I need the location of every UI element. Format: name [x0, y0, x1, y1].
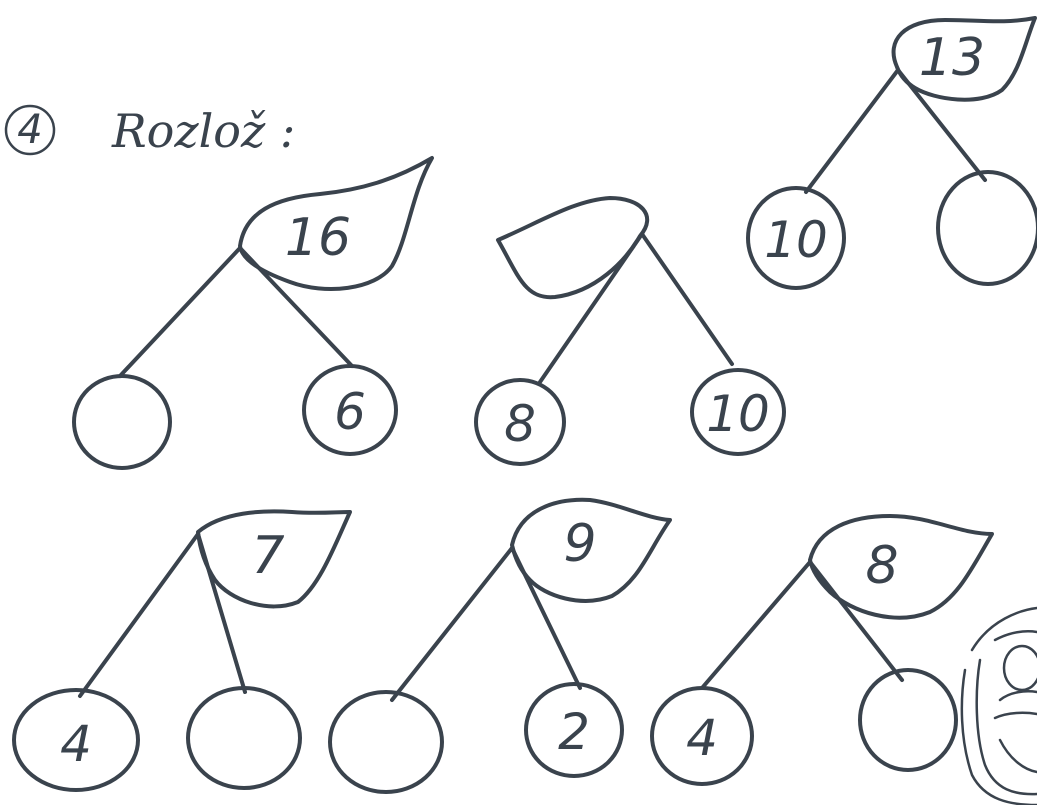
tree-1-branch-left [804, 68, 900, 194]
cartoon-character-illustration [960, 606, 1037, 805]
task-instruction: Rozlož : [111, 104, 295, 158]
decomposition-tree-1: 13 10 [746, 16, 1037, 290]
tree-1-right-circle [936, 170, 1037, 286]
tree-3-branch-left [538, 232, 644, 384]
tree-5-left-circle [328, 690, 444, 794]
tree-5-top-value: 9 [563, 514, 596, 574]
decomposition-tree-4: 7 4 [12, 509, 352, 792]
tree-6-top-value: 8 [865, 536, 898, 596]
tree-6-left-circle [650, 686, 754, 786]
task-heading: 4 Rozlož : [4, 104, 295, 158]
tree-1-left-value: 10 [764, 211, 828, 269]
tree-3-left-value: 8 [504, 395, 536, 453]
tree-2-top-leaf [238, 156, 434, 291]
tree-3-top-leaf [496, 196, 650, 300]
tree-1-left-circle [746, 186, 846, 290]
tree-4-right-circle [186, 686, 302, 790]
tree-4-left-circle [12, 688, 140, 792]
tree-5-top-leaf [510, 497, 672, 603]
tree-6-top-leaf [808, 514, 994, 620]
tree-2-right-value: 6 [334, 383, 366, 441]
tree-1-top-value: 13 [919, 28, 985, 88]
task-number: 4 [17, 107, 42, 153]
tree-6-left-value: 4 [686, 709, 718, 767]
decomposition-tree-5: 9 2 [328, 497, 672, 794]
decomposition-tree-2: 16 6 [72, 156, 434, 470]
tree-5-branch-right [510, 546, 582, 690]
tree-4-branch-right [196, 532, 247, 694]
tree-1-top-leaf [891, 16, 1037, 102]
tree-2-branch-right [238, 246, 354, 368]
tree-1-branch-right [896, 68, 987, 182]
task-number-circle [4, 104, 56, 156]
tree-3-right-value: 10 [706, 385, 770, 443]
tree-4-top-leaf [196, 509, 352, 609]
tree-2-right-circle [302, 364, 398, 456]
tree-3-left-circle [474, 378, 566, 466]
tree-6-right-circle [858, 668, 958, 772]
tree-3-right-circle [690, 368, 786, 456]
tree-2-left-circle [72, 374, 172, 470]
tree-2-top-value: 16 [285, 208, 351, 268]
tree-3-branch-right [640, 232, 734, 366]
tree-5-right-value: 2 [558, 703, 590, 761]
tree-2-branch-left [118, 246, 242, 378]
tree-6-branch-left [700, 560, 812, 690]
decomposition-tree-3: 8 10 [474, 196, 786, 466]
tree-5-right-circle [524, 682, 624, 778]
tree-4-branch-left [78, 532, 200, 698]
tree-5-branch-left [390, 546, 514, 702]
decomposition-tree-6: 8 4 [650, 514, 994, 786]
tree-4-top-value: 7 [251, 526, 284, 586]
tree-4-left-value: 4 [60, 715, 92, 773]
tree-6-branch-right [808, 560, 904, 682]
